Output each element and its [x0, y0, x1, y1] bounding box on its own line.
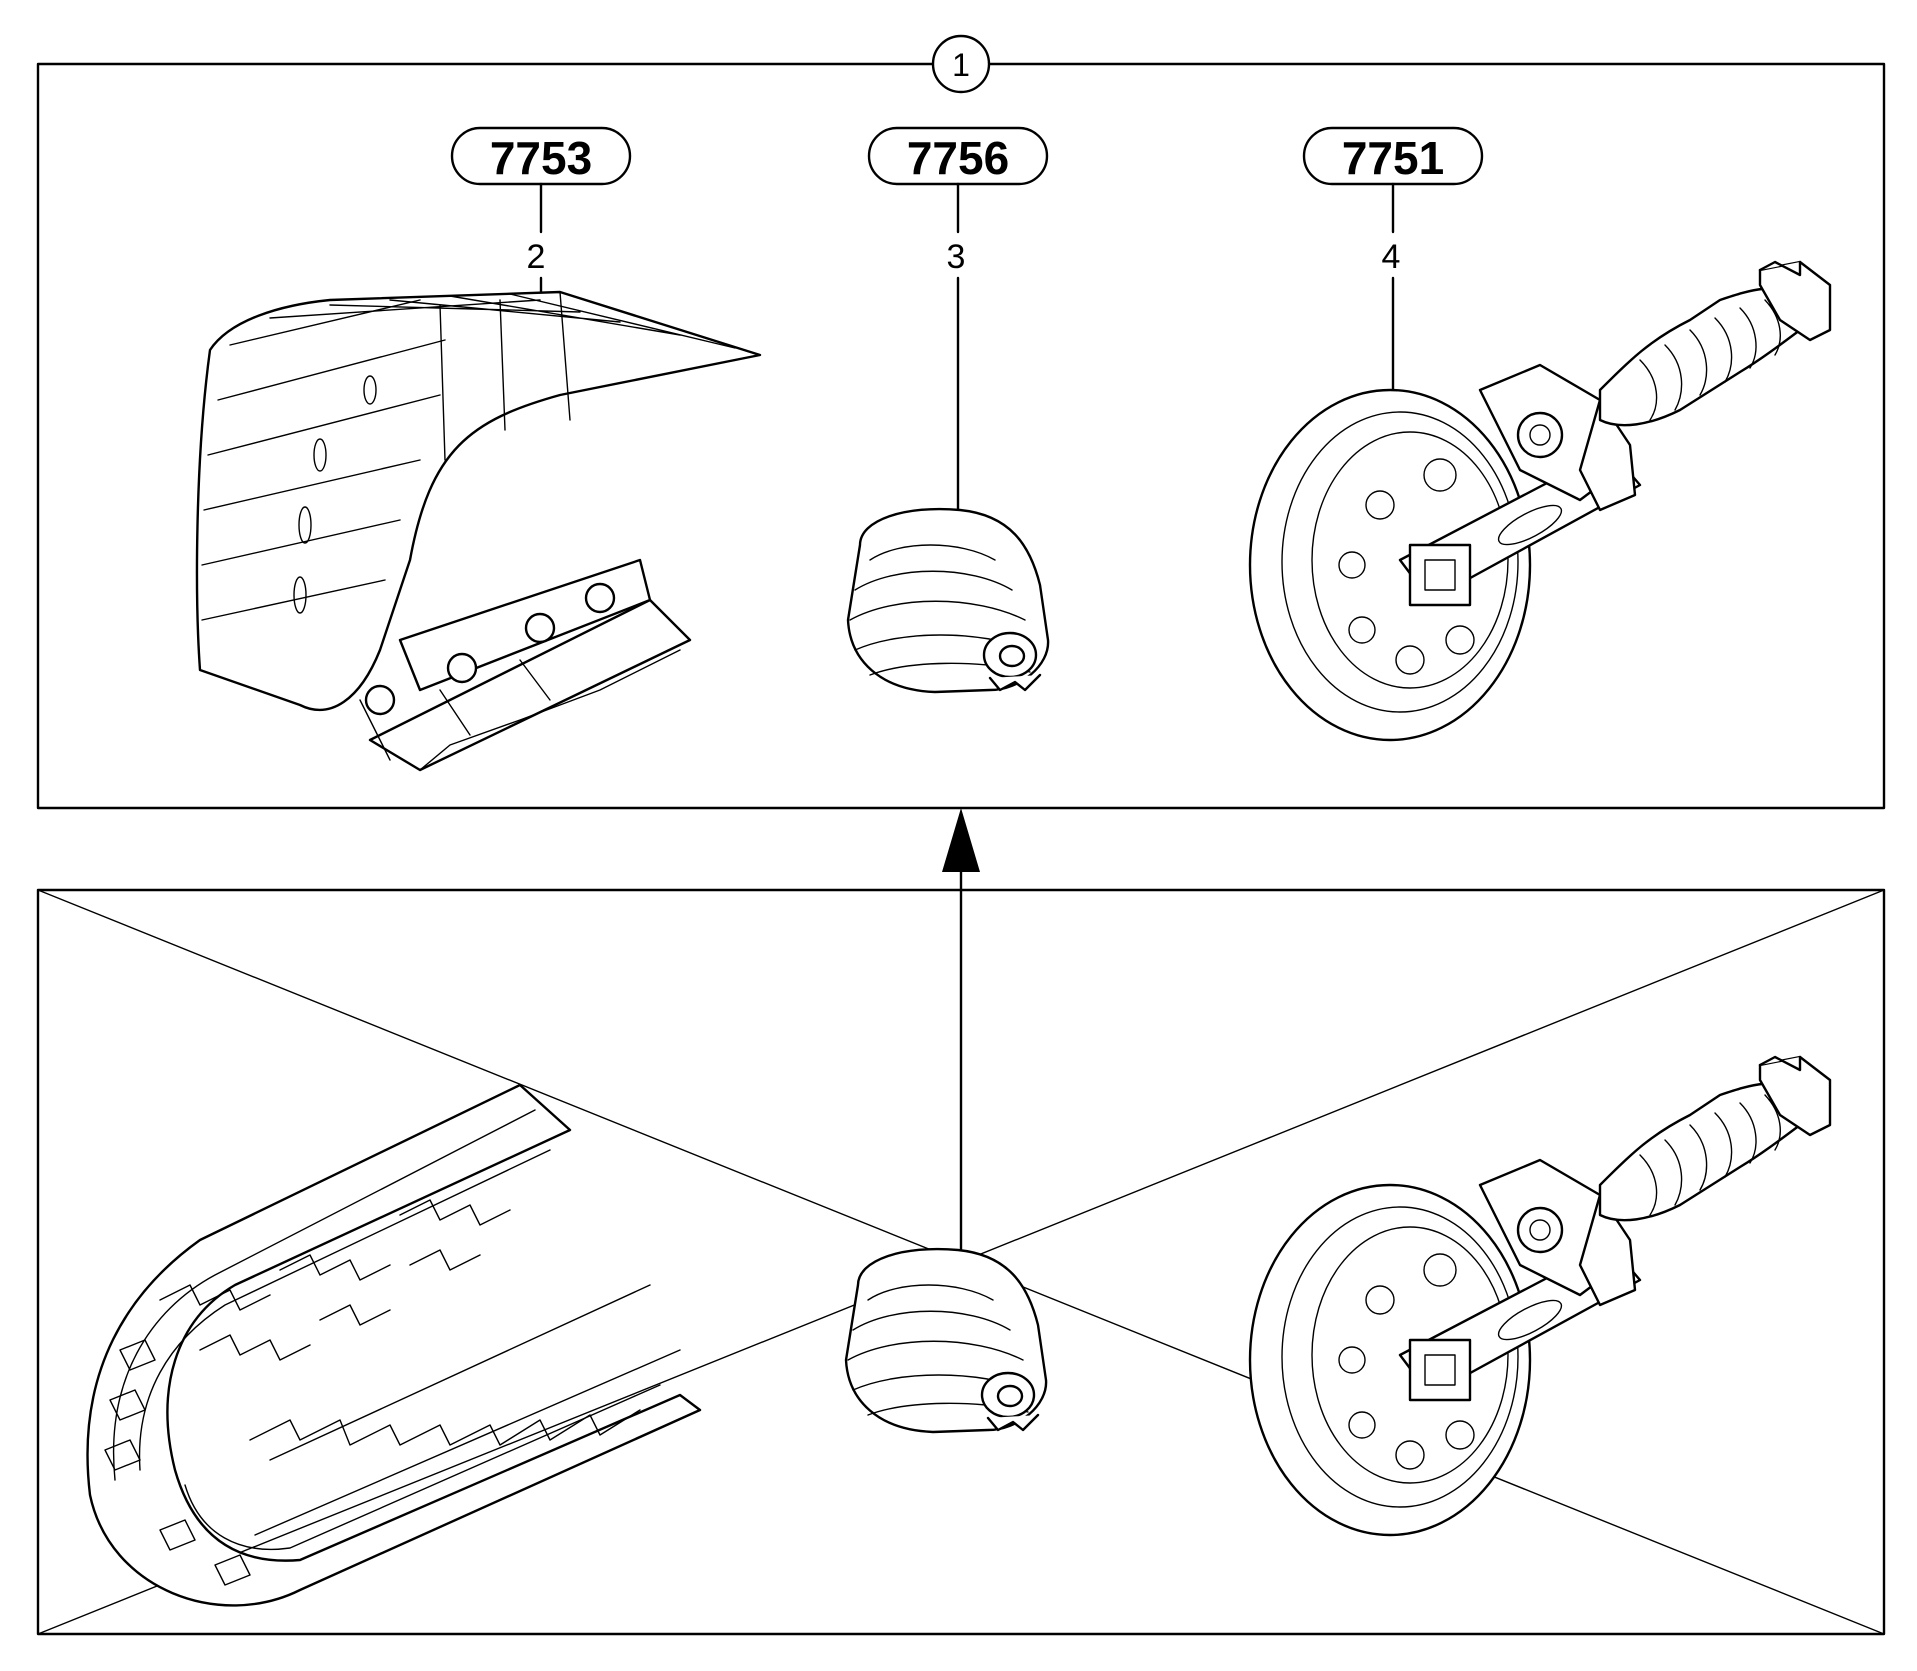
rubber-track-illustration [86, 1083, 702, 1607]
part-code: 7751 [1342, 132, 1444, 184]
assembly-callout-number: 1 [952, 47, 970, 83]
part-code: 7756 [907, 132, 1009, 184]
item-number: 3 [947, 238, 966, 276]
idler-illustration [1248, 260, 1832, 742]
installed-panel [36, 888, 1886, 1636]
assembly-callout: 1 [931, 34, 991, 94]
item-number: 2 [527, 238, 546, 276]
item-number: 4 [1382, 238, 1401, 276]
track-roller-illustration [846, 507, 1050, 694]
part-idler: 7751 4 [1248, 126, 1832, 742]
part-track-roller: 7756 3 [846, 126, 1050, 694]
installed-roller-illustration [844, 1247, 1048, 1434]
installed-idler-illustration [1248, 1055, 1832, 1537]
steel-track-illustration [195, 290, 762, 772]
part-steel-track: 7753 2 [195, 126, 762, 772]
up-arrow [942, 808, 980, 1266]
part-code: 7753 [490, 132, 592, 184]
